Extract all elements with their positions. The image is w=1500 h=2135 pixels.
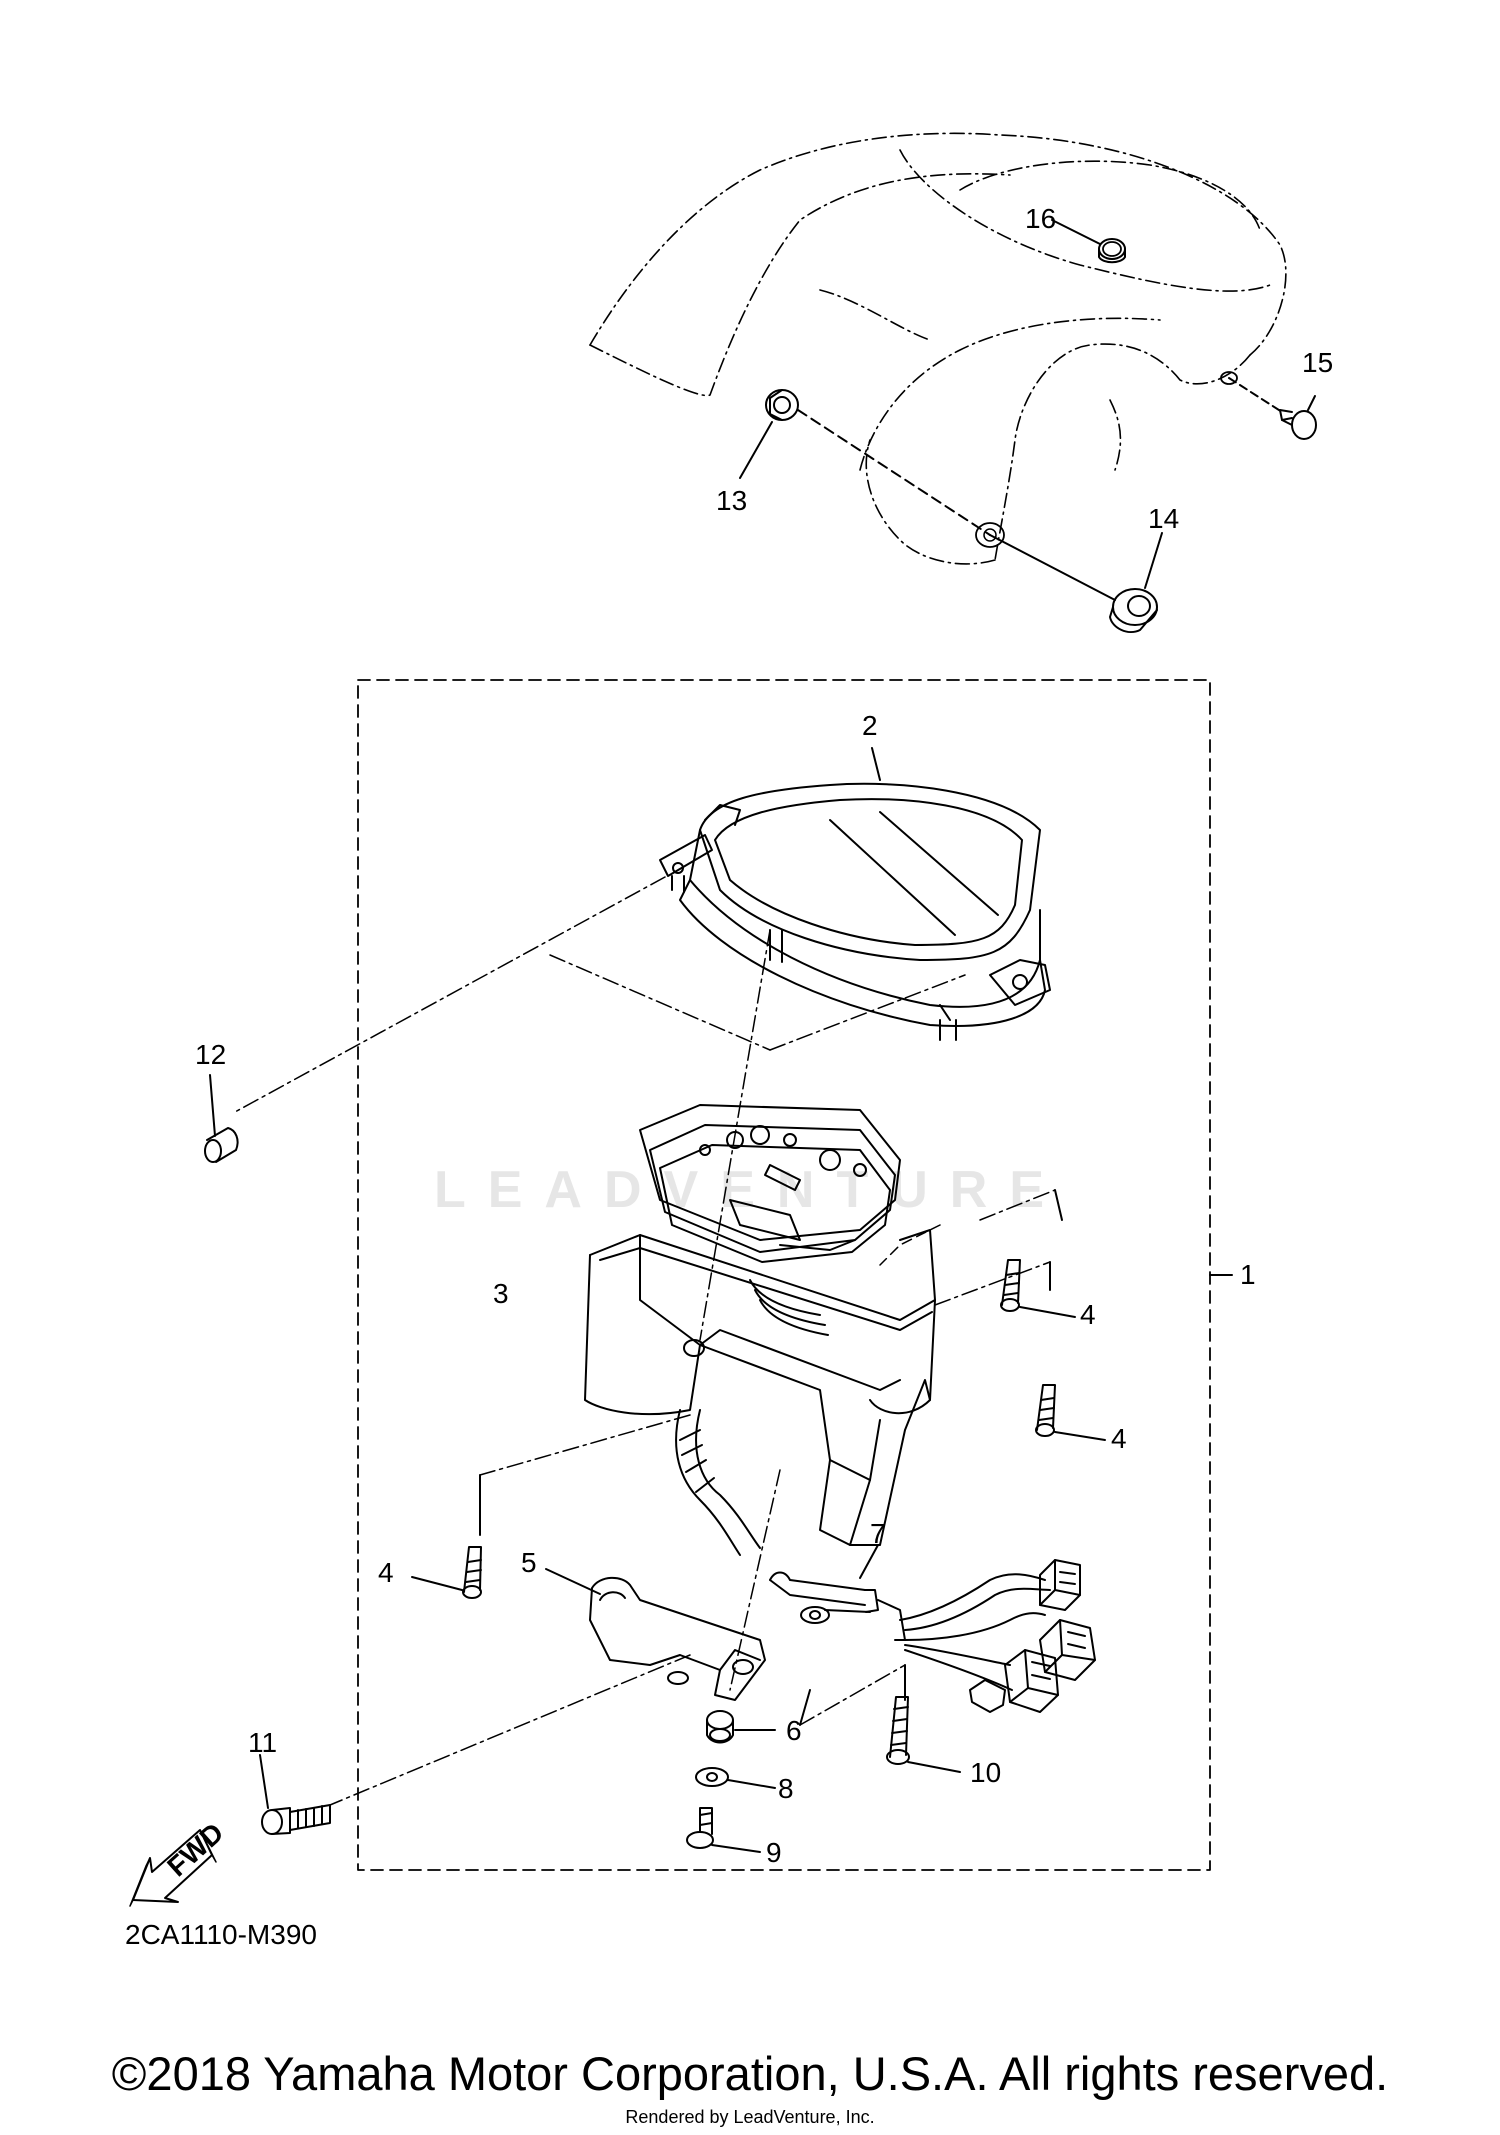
callout-11: 11 [248,1727,277,1758]
callout-12: 12 [195,1039,226,1070]
callout-5: 5 [521,1547,537,1578]
part-14-grommet [1109,588,1158,634]
assembly-boundary [357,679,1211,1871]
callout-1: 1 [1240,1259,1256,1290]
callout-8: 8 [778,1773,794,1804]
part-4-screw-a [1000,1259,1021,1312]
part-11-bolt [261,1804,331,1835]
callout-15: 15 [1302,347,1333,378]
callout-4-top: 4 [1080,1299,1096,1330]
part-5-bracket [589,1576,766,1701]
part-4-screw-c [462,1546,482,1599]
assembly-guide-lines [234,876,1056,1806]
part-12-bushing [204,1127,239,1163]
part-9-screw [686,1807,714,1849]
callout-4-left: 4 [378,1557,394,1588]
callout-9: 9 [766,1837,782,1868]
fwd-arrow-icon [129,1829,217,1907]
callout-10: 10 [970,1757,1001,1788]
leadventure-watermark: LEADVENTURE [433,1161,1067,1219]
fwd-label: FWD [161,1817,229,1883]
callout-6: 6 [786,1715,802,1746]
copyright-notice: ©2018 Yamaha Motor Corporation, U.S.A. A… [111,2047,1389,2100]
part-2-meter-cover [659,782,1051,1041]
callout-14: 14 [1148,503,1179,534]
part-7-wire-harness [769,1559,1096,1713]
part-3-meter-case [584,1229,936,1556]
callout-7: 7 [870,1518,886,1549]
callout-4-middle: 4 [1111,1423,1127,1454]
part-10-screw [886,1696,910,1765]
part-13-grommet [765,389,799,421]
meter-pcb-plates [639,1104,901,1263]
rendered-by-credit: Rendered by LeadVenture, Inc. [625,2107,875,2127]
callout-3: 3 [493,1278,509,1309]
part-8-washer [695,1767,729,1787]
cowling-outline [589,132,1287,565]
diagram-code: 2CA1110-M390 [125,1919,317,1950]
callout-2: 2 [862,710,878,741]
callout-16: 16 [1025,203,1056,234]
callout-13: 13 [716,485,747,516]
part-6-grommet [706,1710,734,1744]
part-4-screw-b [1035,1384,1056,1437]
part-16-nut [1098,238,1126,264]
part-15-screw [1279,409,1317,440]
